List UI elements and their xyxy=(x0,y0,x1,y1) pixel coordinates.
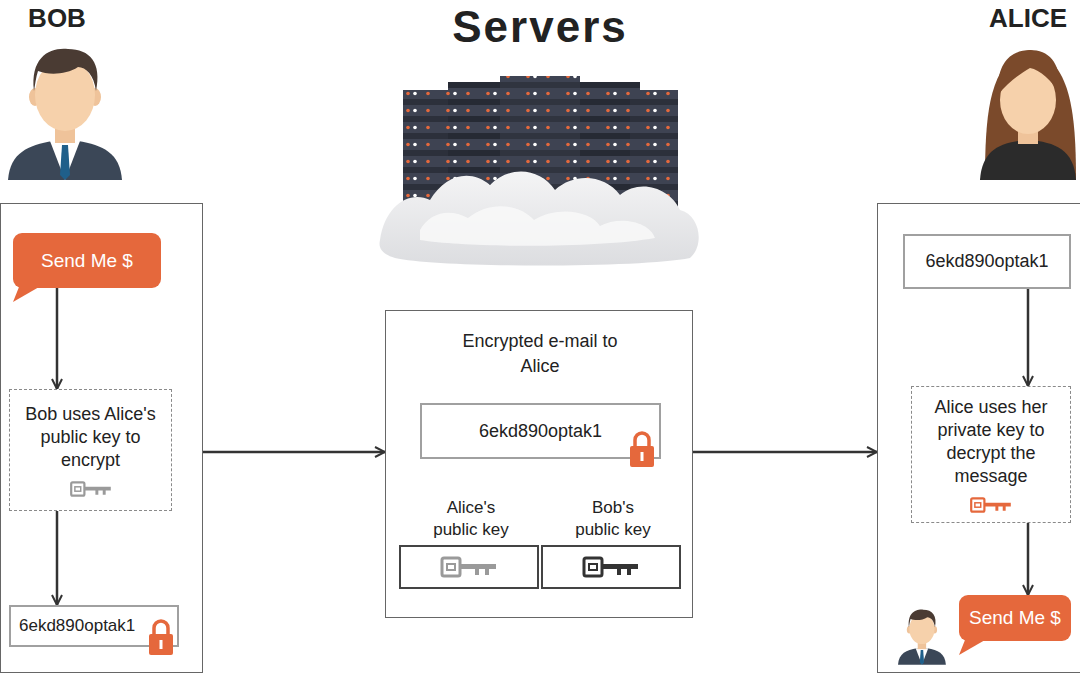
key-icon xyxy=(969,496,1013,514)
flow-arrow xyxy=(56,511,59,605)
bubble-tail xyxy=(13,287,39,302)
bubble-text: Send Me $ xyxy=(41,250,133,272)
key-icon xyxy=(69,480,113,498)
flow-arrow xyxy=(203,451,385,454)
key-icon xyxy=(438,555,500,579)
person-name: ALICE xyxy=(980,3,1076,34)
lock-icon xyxy=(146,617,176,657)
panel-box: BOBSend Me $Bob uses Alice's public key … xyxy=(0,203,203,673)
flow-arrow xyxy=(693,451,877,454)
flow-arrow xyxy=(1027,289,1030,386)
keybox-box: Alice's public key xyxy=(399,545,539,589)
step-text: Bob uses Alice's public key to encrypt xyxy=(16,403,165,472)
lock-icon xyxy=(627,429,657,469)
key-label: Alice's public key xyxy=(426,497,516,541)
bubble-box: Send Me $ xyxy=(959,595,1071,641)
panel-box: ALICE6ekd890optak1Alice uses her private… xyxy=(877,203,1080,673)
ciphertext: 6ekd890optak1 xyxy=(19,616,135,636)
flow-arrow xyxy=(56,288,59,389)
bubble-tail xyxy=(959,640,985,655)
center-box: Encrypted e-mail to Alice 6ekd890optak1Al… xyxy=(385,310,693,618)
cipher-box: 6ekd890optak1 xyxy=(9,605,179,647)
diagram-title: Servers xyxy=(0,2,1080,52)
step-text: Alice uses her private key to decrypt th… xyxy=(918,396,1064,488)
cipher-box: 6ekd890optak1 xyxy=(420,403,661,459)
person-name: BOB xyxy=(7,3,107,34)
key-label: Bob's public key xyxy=(568,497,658,541)
keybox-box: Bob's public key xyxy=(541,545,681,589)
bubble-box: Send Me $ xyxy=(13,233,161,288)
dashed-box: Alice uses her private key to decrypt th… xyxy=(911,386,1071,523)
ciphertext: 6ekd890optak1 xyxy=(479,421,602,442)
key-icon xyxy=(580,555,642,579)
flow-arrow xyxy=(1027,523,1030,595)
cipher-box: 6ekd890optak1 xyxy=(903,234,1071,289)
dashed-box: Bob uses Alice's public key to encrypt xyxy=(9,389,172,511)
bubble-text: Send Me $ xyxy=(969,607,1061,629)
panel-heading: Encrypted e-mail to Alice xyxy=(445,329,635,379)
ciphertext: 6ekd890optak1 xyxy=(925,251,1048,272)
